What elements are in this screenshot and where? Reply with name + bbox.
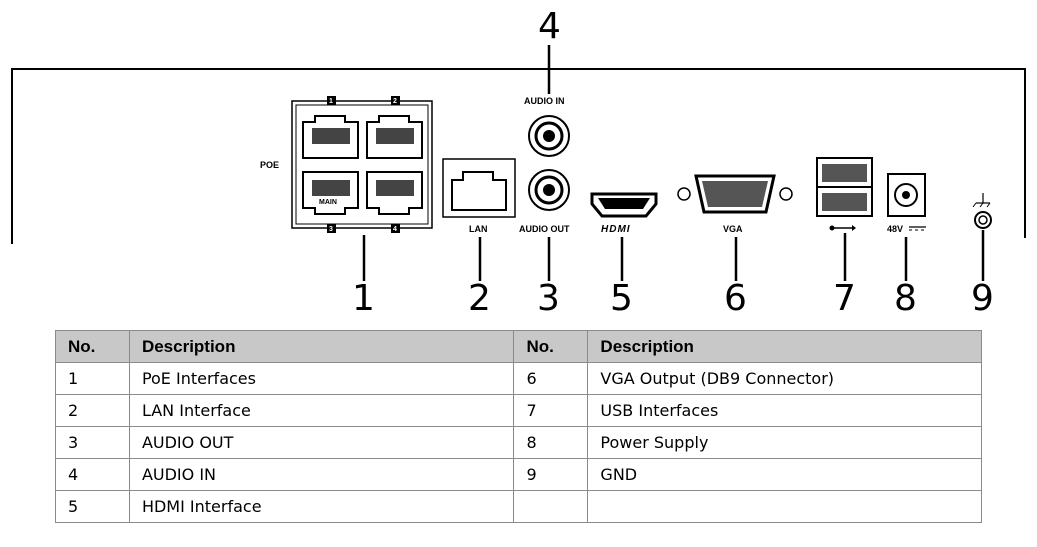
cell-no: 5 <box>55 490 130 523</box>
poe-block <box>291 100 433 229</box>
audio-in-label: AUDIO IN <box>524 96 565 106</box>
svg-text:3: 3 <box>329 226 333 233</box>
audio-in-port <box>528 115 570 157</box>
table-row: 1 PoE Interfaces 6 VGA Output (DB9 Conne… <box>55 362 982 395</box>
ground-icon <box>972 193 991 208</box>
table-row: 5 HDMI Interface <box>55 490 982 523</box>
cell-description: PoE Interfaces <box>128 362 515 395</box>
callout-1: 1 <box>352 278 375 319</box>
gnd-terminal <box>974 211 992 229</box>
lan-port <box>442 158 516 218</box>
poe-port-2 <box>366 115 423 159</box>
audio-out-label: AUDIO OUT <box>519 224 570 234</box>
cell-description: VGA Output (DB9 Connector) <box>587 362 982 395</box>
header-description: Description <box>128 330 515 363</box>
cell-description: GND <box>587 458 982 491</box>
header-description: Description <box>587 330 982 363</box>
header-no: No. <box>513 330 589 363</box>
callout-7: 7 <box>833 278 856 319</box>
poe-port-4 <box>366 171 423 215</box>
table-row: 2 LAN Interface 7 USB Interfaces <box>55 394 982 427</box>
callout-8: 8 <box>894 278 917 319</box>
callout-6: 6 <box>724 278 747 319</box>
audio-out-port <box>528 169 570 211</box>
usb-ports <box>816 157 873 217</box>
cell-description: AUDIO OUT <box>128 426 515 459</box>
vga-label: VGA <box>723 224 743 234</box>
chassis-outline <box>11 68 1026 244</box>
dc-symbol-icon <box>909 226 926 231</box>
callout-3: 3 <box>537 278 560 319</box>
cell-no: 4 <box>55 458 130 491</box>
cell-no: 7 <box>513 394 589 427</box>
cell-no: 2 <box>55 394 130 427</box>
svg-text:4: 4 <box>393 226 397 233</box>
hdmi-label: HDMI <box>601 224 631 235</box>
lan-label: LAN <box>469 224 488 234</box>
leader-lines <box>362 45 985 281</box>
cell-description: AUDIO IN <box>128 458 515 491</box>
cell-description: HDMI Interface <box>128 490 515 523</box>
poe-port-3: MAIN <box>302 171 359 215</box>
table-row: 4 AUDIO IN 9 GND <box>55 458 982 491</box>
cell-no: 1 <box>55 362 130 395</box>
cell-description <box>587 490 982 523</box>
power-label: 48V <box>887 224 903 234</box>
callout-2: 2 <box>468 278 491 319</box>
cell-description: Power Supply <box>587 426 982 459</box>
cell-no <box>513 490 589 523</box>
table-row: 3 AUDIO OUT 8 Power Supply <box>55 426 982 459</box>
svg-text:2: 2 <box>393 98 397 105</box>
cell-no: 3 <box>55 426 130 459</box>
table-header-row: No. Description No. Description <box>55 330 982 363</box>
cell-no: 9 <box>513 458 589 491</box>
svg-text:1: 1 <box>329 98 333 105</box>
poe-port-1 <box>302 115 359 159</box>
hdmi-port <box>590 192 658 218</box>
callout-4: 4 <box>538 6 561 47</box>
port-description-table: No. Description No. Description 1 PoE In… <box>55 330 982 523</box>
cell-no: 8 <box>513 426 589 459</box>
usb-icon <box>829 225 856 231</box>
callout-9: 9 <box>971 278 994 319</box>
main-label: MAIN <box>319 199 337 206</box>
cell-description: USB Interfaces <box>587 394 982 427</box>
cell-description: LAN Interface <box>128 394 515 427</box>
cell-no: 6 <box>513 362 589 395</box>
power-port <box>887 173 926 217</box>
rear-panel-diagram: POE 1 2 3 4 MAIN LAN AUDIO IN AUDIO OUT <box>11 6 1026 319</box>
poe-label: POE <box>260 160 279 170</box>
callout-5: 5 <box>610 278 633 319</box>
header-no: No. <box>55 330 130 363</box>
vga-port <box>677 174 793 214</box>
